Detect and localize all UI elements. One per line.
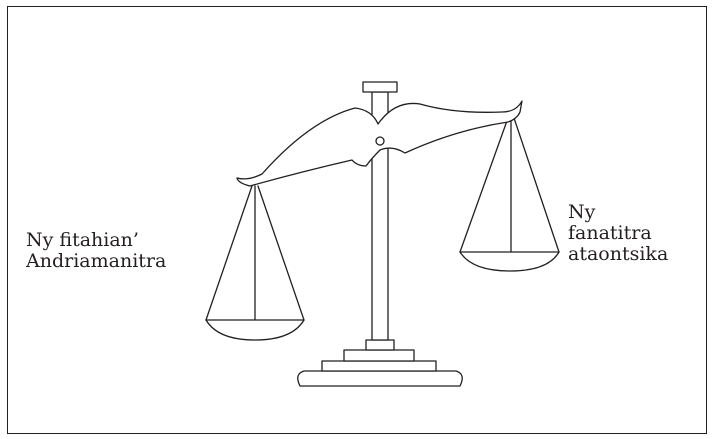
right-pan-label-line-1: Ny: [568, 201, 596, 223]
left-pan-label-line-1: Ny fitahian’: [26, 229, 139, 251]
right-pan-label: Ny fanatitra ataontsika: [568, 202, 668, 265]
right-chain-outer-left: [459, 117, 509, 253]
right-pan-label-line-3: ataontsika: [568, 243, 669, 265]
scale-pillar-cap: [362, 81, 398, 93]
scale-base-step-middle: [343, 349, 415, 362]
right-pan: [459, 251, 560, 272]
left-pan-label-line-2: Andriamanitra: [26, 250, 167, 272]
scale-base: [297, 370, 463, 387]
left-chain-outer-right: [257, 185, 305, 321]
scale-base-step-lower: [321, 360, 437, 372]
scale-base-step-upper: [365, 339, 395, 351]
beam-pivot: [375, 136, 385, 146]
right-pan-label-line-2: fanatitra: [568, 222, 652, 244]
left-pan-label: Ny fitahian’ Andriamanitra: [26, 230, 166, 272]
left-chain-outer-left: [205, 185, 253, 321]
right-chain-outer-right: [513, 117, 560, 253]
left-pan: [205, 319, 305, 341]
